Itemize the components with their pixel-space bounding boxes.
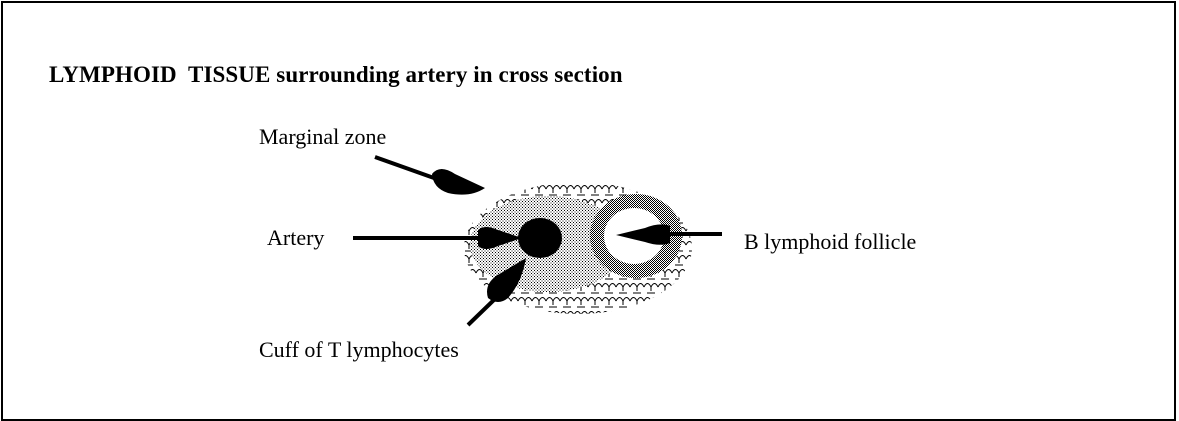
lymphoid-tissue-diagram (0, 0, 1179, 411)
artery (518, 218, 562, 258)
marginal-zone-arrowhead (432, 169, 485, 195)
